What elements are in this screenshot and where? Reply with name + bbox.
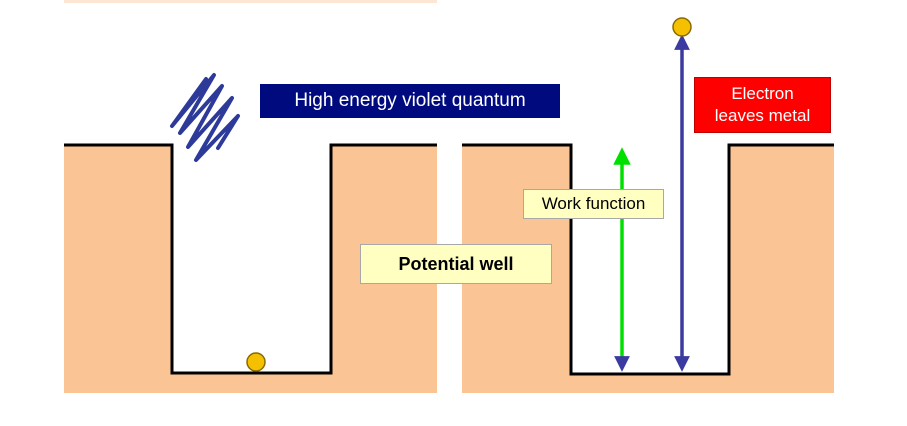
work-function-label: Work function [523, 189, 664, 219]
electron-leaves-line2: leaves metal [714, 106, 811, 125]
potential-well-label: Potential well [360, 244, 552, 284]
left-well-outline [64, 143, 437, 375]
electron-leaves-line1: Electron [731, 84, 794, 103]
potential-well-text: Potential well [398, 253, 514, 274]
violet-photon-wave [170, 73, 240, 162]
escaped-electron [672, 17, 692, 37]
left-metal-block-left [64, 145, 172, 393]
violet-quantum-text: High energy violet quantum [294, 90, 526, 111]
work-function-text: Work function [541, 194, 646, 213]
left-metal-floor [172, 373, 331, 393]
electron-leaves-label: Electron leaves metal [694, 77, 831, 133]
electron-in-well [246, 352, 266, 372]
right-metal-block-right [729, 145, 834, 393]
right-metal-floor [571, 374, 729, 393]
violet-quantum-label: High energy violet quantum [260, 84, 560, 118]
top-edge-strip [64, 0, 437, 3]
right-well-outline [462, 143, 834, 376]
